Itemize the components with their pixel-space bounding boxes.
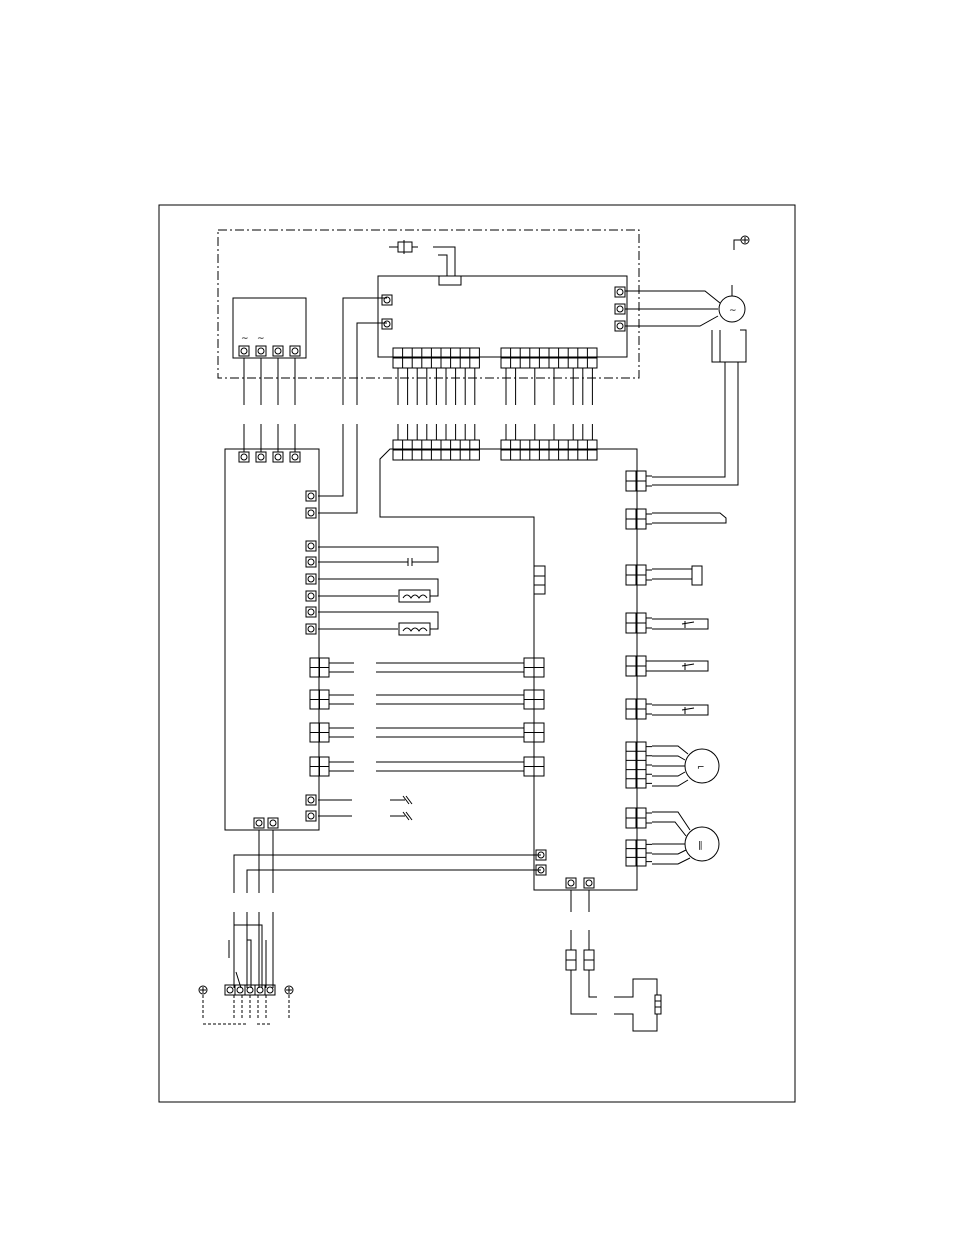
thermal-fuse-symbol [389, 240, 461, 285]
enclosure-to-left-board-wires [244, 298, 387, 513]
ac-glyph-1: ~ [241, 334, 249, 344]
ground-symbol-left [199, 986, 207, 994]
ground-symbol-top [734, 236, 749, 250]
ac-glyph-2: ~ [257, 334, 265, 344]
left-board-bottom-terminal-2 [268, 818, 278, 828]
left-relay-block-1 [310, 658, 329, 677]
left-relay-block-2 [310, 690, 329, 709]
relay-link-wires-4 [329, 762, 524, 771]
right-board-side-connectors [626, 471, 652, 866]
left-relay-block-4 [310, 757, 329, 776]
relay-link-wires-1 [329, 663, 524, 672]
top-connector-group-a [393, 348, 479, 368]
bottom-left-wiring [203, 830, 541, 1024]
right-board-connector-8 [626, 808, 652, 828]
upper-wire-bundle [398, 368, 592, 440]
right-side-loads [652, 513, 726, 715]
motor-bottom: ∥ [652, 812, 719, 864]
motor-bottom-glyph: ∥ [698, 841, 703, 851]
power-terminal-4 [290, 346, 300, 356]
left-board-bottom-terminal-1 [254, 818, 264, 828]
motor-middle-glyph: ⌐ [697, 763, 705, 773]
bottom-right-wiring [566, 890, 661, 1031]
right-board-bottom-terminals [536, 850, 594, 888]
right-board-connector-4 [626, 613, 652, 633]
left-board-side-terminal-5 [306, 574, 316, 584]
motor-top-glyph: ~ [729, 306, 737, 316]
right-board-connector-3 [626, 565, 652, 585]
left-board-side-terminal-4 [306, 557, 316, 567]
right-board-connector-7 [626, 742, 652, 788]
top-board-left-terminal-2 [382, 319, 392, 329]
ground-symbol-right [285, 986, 293, 994]
left-board-side-terminal-6 [306, 591, 316, 601]
strip-terminal-4 [255, 985, 265, 995]
right-board-connector-5 [626, 656, 652, 676]
left-board-top-terminal-4 [290, 452, 300, 462]
top-board-left-terminal-1 [382, 295, 392, 305]
left-board-bottom-terminals [254, 818, 278, 828]
left-board-side-terminal-8 [306, 624, 316, 634]
top-board-right-terminal-1 [615, 287, 625, 297]
outer-frame [159, 205, 795, 1102]
right-board-connector-1 [626, 471, 652, 491]
lower-connector-group-a [393, 440, 479, 460]
left-board [225, 449, 329, 830]
left-board-side-terminal-3 [306, 541, 316, 551]
right-board-connector-9 [626, 840, 652, 866]
left-board-side-terminals [306, 491, 316, 821]
top-board [378, 276, 627, 368]
left-board-side-terminal-1 [306, 491, 316, 501]
right-board-top-connectors [393, 440, 597, 460]
right-board-connector-6 [626, 699, 652, 719]
left-board-side-terminal-10 [306, 811, 316, 821]
power-terminal-3 [273, 346, 283, 356]
left-board-top-terminal-2 [256, 452, 266, 462]
motor-top: ~ [625, 285, 746, 485]
left-board-top-terminals [239, 452, 300, 462]
top-board-right-terminal-2 [615, 304, 625, 314]
top-board-connectors [393, 348, 597, 368]
relay-links [329, 658, 544, 776]
lower-connector-group-b [501, 440, 597, 460]
strip-terminal-2 [235, 985, 245, 995]
power-terminal-2 [256, 346, 266, 356]
right-board-connector-2 [626, 509, 652, 529]
top-connector-group-b [501, 348, 597, 368]
upper-connector-wires [398, 368, 592, 440]
power-terminal-1 [239, 346, 249, 356]
right-board-bottom-terminal-2 [584, 878, 594, 888]
left-board-loads [318, 547, 438, 820]
left-board-top-terminal-1 [239, 452, 249, 462]
relay-link-wires-3 [329, 728, 524, 737]
terminal-strip [225, 985, 275, 995]
power-board-terminals [239, 346, 300, 356]
left-relay-block-3 [310, 723, 329, 742]
left-board-side-terminal-2 [306, 508, 316, 518]
top-board-right-terminal-3 [615, 321, 625, 331]
left-board-side-terminal-9 [306, 795, 316, 805]
left-board-side-terminal-7 [306, 607, 316, 617]
motor-middle: ⌐ [652, 746, 719, 786]
right-board-bottom-terminal-1 [566, 878, 576, 888]
relay-link-wires-2 [329, 695, 524, 704]
right-board [380, 440, 652, 890]
left-board-top-terminal-3 [273, 452, 283, 462]
top-board-terminals [382, 287, 625, 331]
power-board: ~ ~ [233, 298, 306, 358]
